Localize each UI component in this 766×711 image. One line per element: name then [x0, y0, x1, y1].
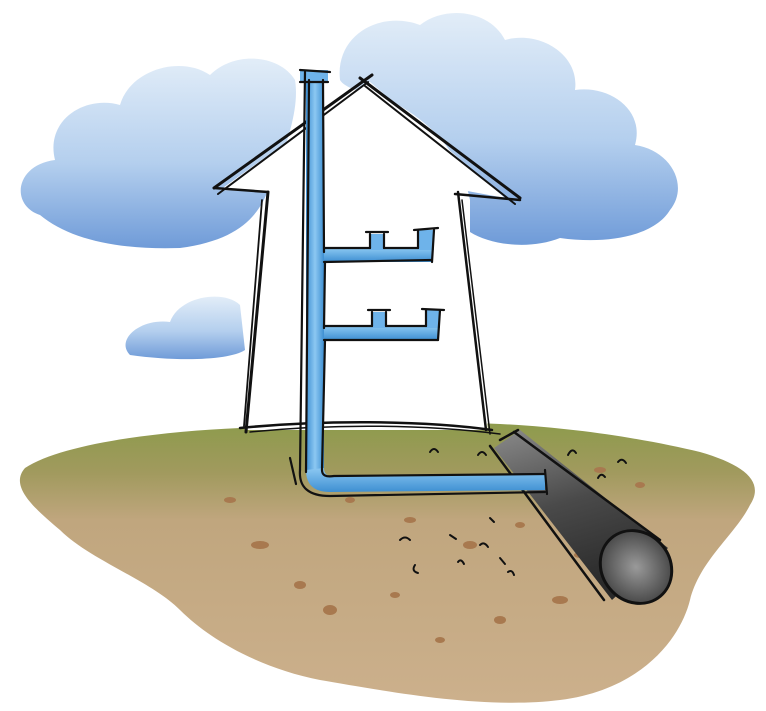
cloud-left: [21, 59, 296, 249]
cloud-lower-left: [126, 297, 245, 359]
branch-upper-fitting-2: [418, 230, 434, 250]
branch-upper-fitting-1: [370, 234, 384, 250]
branch-lower: [324, 326, 438, 340]
branch-lower-fitting-1: [372, 312, 386, 328]
